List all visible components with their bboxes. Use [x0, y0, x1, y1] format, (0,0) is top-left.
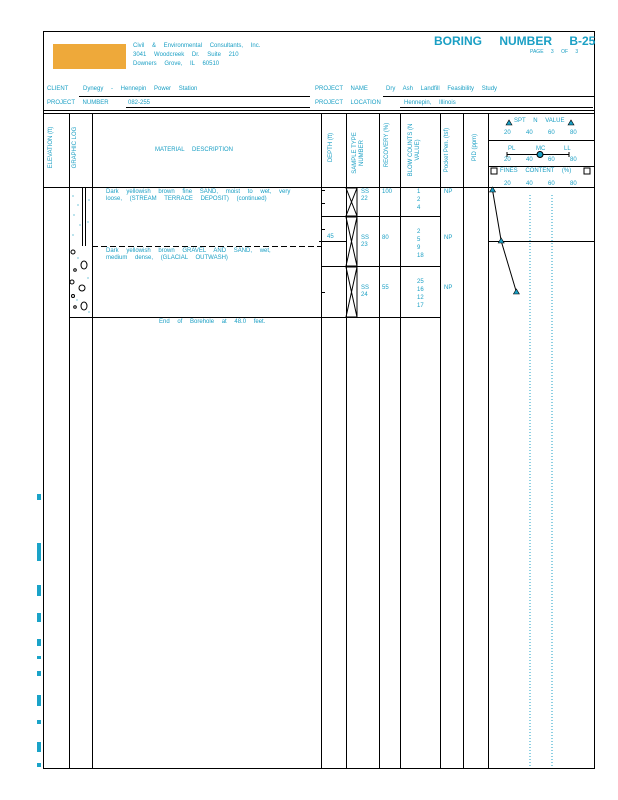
- sample-type: SS: [361, 285, 370, 291]
- spt-point: [512, 288, 520, 295]
- margin-mark: [37, 494, 41, 500]
- header-spt: SPT N VALUE: [514, 118, 565, 124]
- blow-count: 4: [417, 205, 421, 211]
- sampler-icons: [345, 187, 358, 318]
- blow-count: 9: [417, 245, 421, 251]
- sample-recovery: 80: [382, 235, 389, 241]
- company-city: Downers Grove, IL 60510: [133, 61, 220, 67]
- sample-recovery: 55: [382, 285, 389, 291]
- blow-count: 25: [417, 279, 424, 285]
- end-of-borehole: End of Borehole at 48.0 feet.: [159, 319, 266, 325]
- project-location-label: PROJECT LOCATION: [315, 100, 381, 106]
- blow-count: 5: [417, 237, 421, 243]
- scale-tick: 80: [570, 157, 577, 163]
- margin-mark: [37, 543, 41, 561]
- boring-number-title: BORING NUMBER B-25: [434, 34, 596, 48]
- material-desc-2: Dark yellowish brown GRAVEL AND SAND, we…: [106, 248, 271, 261]
- margin-mark: [37, 695, 41, 706]
- blow-count: 2: [417, 229, 421, 235]
- header-recovery: RECOVERY (%): [384, 122, 390, 168]
- project-number-label: PROJECT NUMBER: [47, 100, 109, 106]
- company-name: Civil & Environmental Consultants, Inc.: [133, 43, 261, 49]
- sample-number: 24: [361, 292, 368, 298]
- client-label: CLIENT: [47, 86, 69, 92]
- header-pl: PL: [508, 146, 516, 152]
- margin-mark: [37, 742, 41, 752]
- header-ll: LL: [564, 146, 571, 152]
- header-elevation: ELEVATION (ft): [48, 126, 54, 169]
- margin-mark: [37, 720, 41, 724]
- pocket-pen: NP: [444, 285, 453, 291]
- header-fines: FINES CONTENT (%): [500, 168, 572, 174]
- project-number-value: 082-255: [128, 100, 151, 106]
- sample-type: SS: [361, 189, 370, 195]
- scale-tick: 40: [526, 157, 533, 163]
- margin-mark: [37, 763, 41, 767]
- blow-count: 12: [417, 295, 424, 301]
- header-pocket-pen: Pocket Pen. (tsf): [444, 127, 450, 173]
- scale-tick: 80: [570, 130, 577, 136]
- pocket-pen: NP: [444, 189, 453, 195]
- spt-point: [497, 237, 505, 244]
- blow-count: 17: [417, 303, 424, 309]
- company-logo: [53, 44, 126, 69]
- margin-mark: [37, 656, 41, 659]
- scale-tick: 40: [526, 181, 533, 187]
- header-blow-counts: BLOW COUNTS (N VALUE): [408, 123, 421, 177]
- margin-mark: [37, 585, 41, 596]
- scale-tick: 40: [526, 130, 533, 136]
- project-name-value: Dry Ash Landfill Feasibility Study: [386, 86, 498, 92]
- project-name-label: PROJECT NAME: [315, 86, 368, 92]
- blow-count: 16: [417, 287, 424, 293]
- scale-tick: 20: [504, 157, 511, 163]
- sample-number: 22: [361, 196, 368, 202]
- header-depth: DEPTH (ft): [328, 132, 334, 163]
- client-value: Dynegy - Hennepin Power Station: [83, 86, 198, 92]
- header-pid: PID (ppm): [472, 133, 478, 162]
- project-location-value: Hennepin, Illinois: [404, 100, 456, 106]
- margin-mark: [37, 671, 41, 676]
- header-graphic-log: GRAPHIC LOG: [72, 126, 78, 169]
- header-mc: MC: [536, 146, 546, 152]
- page-number: PAGE 3 OF 3: [530, 49, 579, 55]
- scale-tick: 60: [548, 130, 555, 136]
- blow-count: 2: [417, 197, 421, 203]
- header-material-description: MATERIAL DESCRIPTION: [155, 147, 234, 153]
- margin-mark: [37, 639, 41, 646]
- sample-type: SS: [361, 235, 370, 241]
- spt-point: [488, 186, 497, 193]
- sample-recovery: 100: [382, 189, 393, 195]
- header-sample-type: SAMPLE TYPE NUMBER: [352, 132, 365, 174]
- pocket-pen: NP: [444, 235, 453, 241]
- blow-count: 18: [417, 253, 424, 259]
- depth-label: 45: [327, 234, 334, 240]
- scale-tick: 60: [548, 181, 555, 187]
- margin-mark: [37, 613, 41, 622]
- company-address: 3041 Woodcreek Dr. Suite 210: [133, 52, 239, 58]
- material-desc-1: Dark yellowish brown fine SAND, moist to…: [106, 189, 291, 202]
- sample-number: 23: [361, 242, 368, 248]
- scale-tick: 80: [570, 181, 577, 187]
- scale-tick: 60: [548, 157, 555, 163]
- scale-tick: 20: [504, 130, 511, 136]
- blow-count: 1: [417, 189, 421, 195]
- scale-tick: 20: [504, 181, 511, 187]
